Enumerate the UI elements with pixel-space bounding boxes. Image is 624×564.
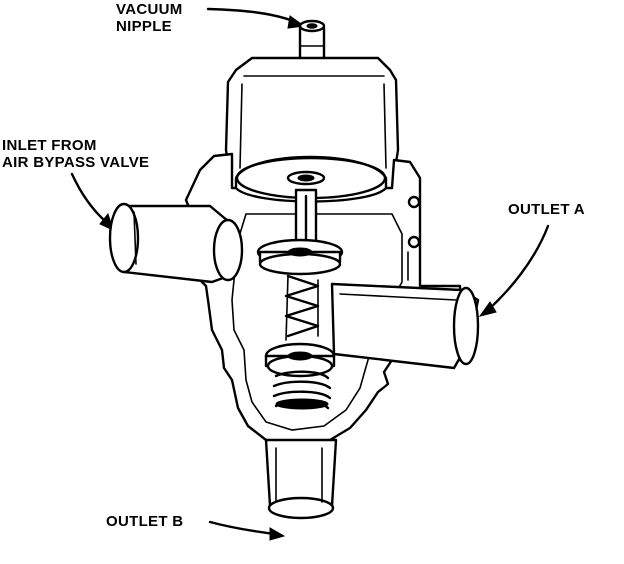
lower-spring: [272, 370, 332, 410]
label-outlet-b: OUTLET B: [106, 513, 184, 530]
label-inlet: INLET FROM AIR BYPASS VALVE: [2, 137, 149, 171]
upper-spring: [284, 274, 320, 341]
diaphragm: [234, 155, 388, 203]
valve-body: [184, 152, 464, 446]
label-inlet-line2: AIR BYPASS VALVE: [2, 154, 150, 171]
arrow-inlet: [70, 172, 108, 224]
outlet-b-pipe: [264, 438, 338, 520]
leader-arrows: [70, 7, 550, 541]
upper-valve-disk: [256, 238, 344, 276]
valve-stem: [294, 188, 318, 244]
label-inlet-line1: INLET FROM: [2, 137, 97, 154]
label-vacuum-nipple-line2: NIPPLE: [116, 18, 172, 35]
label-vacuum-nipple-line1: VACUUM: [116, 1, 183, 18]
label-vacuum-nipple: VACUUM NIPPLE: [116, 1, 183, 35]
inlet-pipe: [108, 202, 244, 284]
label-outlet-a: OUTLET A: [508, 201, 585, 218]
lower-valve-disk: [264, 342, 336, 378]
vacuum-nipple: [298, 19, 326, 68]
arrow-outlet-a: [486, 224, 550, 312]
outlet-a-pipe: [330, 282, 480, 370]
arrow-vacuum-nipple: [206, 7, 298, 24]
arrow-outlet-b: [208, 520, 276, 536]
